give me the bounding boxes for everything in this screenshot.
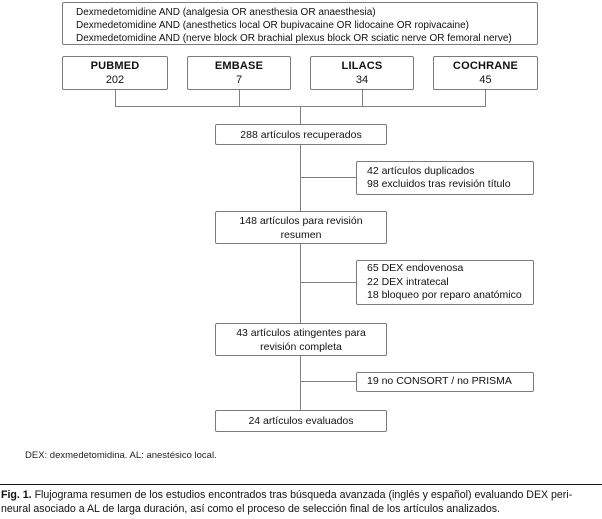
connector-line bbox=[239, 90, 240, 106]
excluded-title-box: 42 artículos duplicados 98 excluidos tra… bbox=[356, 161, 534, 195]
evaluated-articles-text: 24 artículos evaluados bbox=[248, 415, 354, 427]
abstract-review-line-1: 148 artículos para revisión bbox=[239, 214, 363, 227]
abstract-review-line-2: resumen bbox=[280, 228, 322, 241]
database-count: 34 bbox=[355, 74, 369, 86]
excluded-abstract-line-2: 22 DEX intratecal bbox=[367, 275, 449, 288]
connector-line bbox=[115, 90, 116, 106]
retrieved-articles-box: 288 artículos recuperados bbox=[215, 124, 387, 145]
figure-caption: Fig. 1. Flujograma resumen de los estudi… bbox=[1, 488, 601, 516]
excluded-abstract-box: 65 DEX endovenosa 22 DEX intratecal 18 b… bbox=[356, 260, 534, 305]
database-name: EMBASE bbox=[214, 60, 264, 72]
connector-line bbox=[300, 244, 301, 323]
search-query-box: Dexmedetomidine AND (analgesia OR anesth… bbox=[62, 2, 538, 45]
excluded-consort-box: 19 no CONSORT / no PRISMA bbox=[356, 372, 534, 392]
excluded-abstract-line-3: 18 bloqueo por reparo anatómico bbox=[367, 289, 522, 302]
database-name: PUBMED bbox=[90, 60, 140, 72]
search-query-line-3: Dexmedetomidine AND (nerve block OR brac… bbox=[76, 33, 512, 44]
connector-line bbox=[300, 381, 356, 382]
full-review-line-2: revisión completa bbox=[260, 340, 342, 353]
database-name: COCHRANE bbox=[452, 60, 519, 72]
abbreviations-footnote: DEX: dexmedetomidina. AL: anestésico loc… bbox=[25, 450, 217, 461]
caption-divider bbox=[0, 484, 602, 485]
connector-line bbox=[362, 90, 363, 106]
excluded-title-line-1: 42 artículos duplicados bbox=[367, 164, 475, 177]
abstract-review-box: 148 artículos para revisión resumen bbox=[215, 211, 387, 244]
full-review-line-1: 43 artículos atingentes para bbox=[236, 326, 366, 339]
database-box-cochrane: COCHRANE 45 bbox=[433, 56, 538, 90]
database-box-embase: EMBASE 7 bbox=[187, 56, 291, 90]
connector-line bbox=[485, 90, 486, 106]
database-name: LILACS bbox=[341, 60, 383, 72]
database-count: 45 bbox=[479, 74, 492, 86]
figure-caption-label: Fig. 1. bbox=[1, 489, 32, 501]
full-review-box: 43 artículos atingentes para revisión co… bbox=[215, 323, 387, 356]
excluded-abstract-line-1: 65 DEX endovenosa bbox=[367, 262, 464, 275]
connector-line bbox=[300, 177, 356, 178]
excluded-consort-text: 19 no CONSORT / no PRISMA bbox=[367, 375, 512, 388]
figure-caption-text-1: Flujograma resumen de los estudios encon… bbox=[34, 489, 573, 501]
evaluated-articles-box: 24 artículos evaluados bbox=[215, 410, 387, 432]
connector-line bbox=[300, 282, 356, 283]
search-query-line-2: Dexmedetomidine AND (anesthetics local O… bbox=[76, 20, 469, 31]
connector-line bbox=[300, 356, 301, 410]
search-query-line-1: Dexmedetomidine AND (analgesia OR anesth… bbox=[76, 7, 376, 18]
excluded-title-line-2: 98 excluidos tras revisión título bbox=[367, 178, 511, 190]
connector-line bbox=[300, 106, 301, 124]
figure-caption-text-2: neural asociado a AL de larga duración, … bbox=[1, 503, 500, 515]
figure-caption-line-1: Fig. 1. Flujograma resumen de los estudi… bbox=[1, 488, 601, 502]
database-count: 7 bbox=[235, 74, 243, 86]
database-box-lilacs: LILACS 34 bbox=[310, 56, 414, 90]
connector-line bbox=[300, 145, 301, 211]
retrieved-articles-text: 288 artículos recuperados bbox=[240, 128, 362, 141]
database-count: 202 bbox=[105, 74, 125, 86]
database-box-pubmed: PUBMED 202 bbox=[62, 56, 168, 90]
